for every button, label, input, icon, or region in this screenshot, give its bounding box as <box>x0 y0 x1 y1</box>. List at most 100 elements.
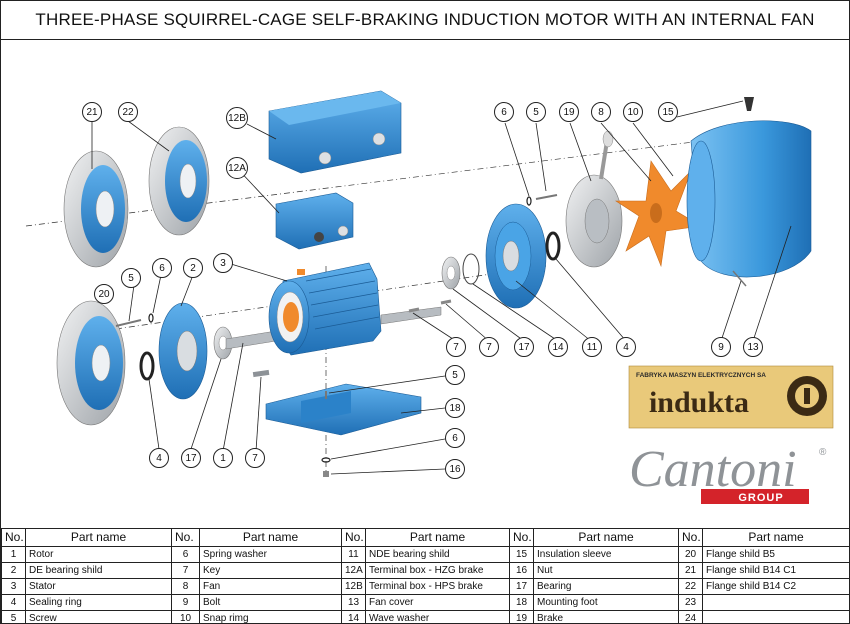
part-number-cell: 12A <box>341 562 366 579</box>
cantoni-group-label: GROUP <box>738 492 783 504</box>
part-name-cell: DE bearing shild <box>25 562 172 579</box>
part-name-cell: Flange shild B14 C2 <box>702 578 849 595</box>
part-number-cell: 20 <box>678 546 703 563</box>
header-part-name: Part name <box>365 528 510 547</box>
part-number-cell: 14 <box>341 610 366 623</box>
callout-10: 10 <box>623 102 643 122</box>
header-part-name: Part name <box>702 528 849 547</box>
svg-text:12B: 12B <box>228 113 246 124</box>
callout-14: 14 <box>548 337 568 357</box>
part-name-cell: Terminal box - HZG brake <box>365 562 510 579</box>
svg-text:12A: 12A <box>228 163 246 174</box>
svg-text:1: 1 <box>220 453 226 464</box>
svg-text:5: 5 <box>533 107 539 118</box>
part-name-cell: Bolt <box>199 594 342 611</box>
part-number-cell: 21 <box>678 562 703 579</box>
svg-text:6: 6 <box>452 433 458 444</box>
part-name-cell: Fan cover <box>365 594 510 611</box>
svg-text:7: 7 <box>486 342 492 353</box>
svg-text:5: 5 <box>452 370 458 381</box>
svg-text:8: 8 <box>598 107 604 118</box>
svg-text:15: 15 <box>662 107 674 118</box>
svg-text:6: 6 <box>501 107 507 118</box>
cantoni-logo: Cantoni ® GROUP <box>629 441 827 504</box>
callout-16: 16 <box>445 459 465 479</box>
part-name-cell: Screw <box>25 610 172 623</box>
part-number-cell: 13 <box>341 594 366 611</box>
svg-text:20: 20 <box>98 289 110 300</box>
part-wave-washer <box>462 253 480 285</box>
part-bolt <box>732 270 747 287</box>
part-spring-washer-nde <box>526 196 532 206</box>
assembly-axis-main <box>25 135 742 227</box>
part-name-cell: Sealing ring <box>25 594 172 611</box>
part-number-cell: 4 <box>1 594 26 611</box>
callout-5: 5 <box>526 102 546 122</box>
callout-3: 3 <box>213 253 233 273</box>
part-number-cell: 1 <box>1 546 26 563</box>
part-name-cell: Flange shild B14 C1 <box>702 562 849 579</box>
part-screw-nde <box>535 194 558 200</box>
part-number-cell: 22 <box>678 578 703 595</box>
header-no: No. <box>1 528 26 547</box>
svg-text:21: 21 <box>86 107 98 118</box>
part-flange-b14-c1 <box>63 150 129 268</box>
callout-5: 5 <box>445 365 465 385</box>
part-sealing-ring-nde <box>545 231 561 261</box>
part-number-cell: 18 <box>509 594 534 611</box>
callout-13: 13 <box>743 337 763 357</box>
part-nde-bearing-shield <box>485 203 547 309</box>
callout-22: 22 <box>118 102 138 122</box>
svg-text:22: 22 <box>122 107 134 118</box>
svg-text:19: 19 <box>563 107 575 118</box>
part-number-cell: 2 <box>1 562 26 579</box>
svg-text:18: 18 <box>449 403 461 414</box>
part-nut <box>323 471 329 477</box>
part-name-cell: Brake <box>533 610 679 623</box>
callout-4: 4 <box>616 337 636 357</box>
part-insulation-sleeve <box>744 97 754 111</box>
header-no: No. <box>678 528 703 547</box>
callout-1: 1 <box>213 448 233 468</box>
svg-text:3: 3 <box>220 258 226 269</box>
callout-9: 9 <box>711 337 731 357</box>
part-brake <box>565 130 623 268</box>
svg-text:5: 5 <box>128 273 134 284</box>
part-spring-washer-foot <box>321 457 331 463</box>
part-number-cell: 7 <box>171 562 200 579</box>
part-flange-b5 <box>56 300 126 426</box>
part-name-cell: Key <box>199 562 342 579</box>
callout-6: 6 <box>445 428 465 448</box>
callout-7: 7 <box>479 337 499 357</box>
part-flange-b14-c2 <box>148 126 210 236</box>
part-sealing-ring-de <box>139 351 155 381</box>
exploded-diagram: 212212B12A651981015326520417177717141149… <box>25 90 834 504</box>
svg-text:14: 14 <box>552 342 564 353</box>
leader-lines <box>91 100 792 475</box>
part-number-cell: 10 <box>171 610 200 623</box>
part-number-cell: 11 <box>341 546 366 563</box>
part-name-cell: Insulation sleeve <box>533 546 679 563</box>
part-number-cell: 16 <box>509 562 534 579</box>
part-name-cell: Terminal box - HPS brake <box>365 578 510 595</box>
callout-17: 17 <box>181 448 201 468</box>
part-name-cell: Nut <box>533 562 679 579</box>
header-no: No. <box>509 528 534 547</box>
part-name-cell: Rotor <box>25 546 172 563</box>
header-no: No. <box>171 528 200 547</box>
callout-21: 21 <box>82 102 102 122</box>
indukta-logo: FABRYKA MASZYN ELEKTRYCZNYCH SA indukta <box>628 365 834 429</box>
part-de-bearing-shield <box>158 302 208 400</box>
part-number-cell: 6 <box>171 546 200 563</box>
callout-4: 4 <box>149 448 169 468</box>
header-part-name: Part name <box>533 528 679 547</box>
part-name-cell <box>702 610 849 623</box>
